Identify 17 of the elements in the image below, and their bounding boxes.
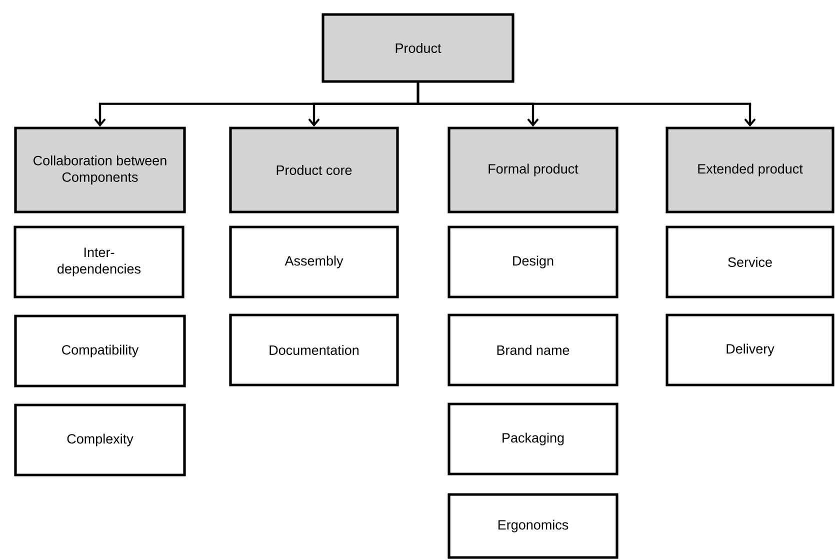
category-box: Collaboration between Components bbox=[14, 126, 186, 214]
item-box: Complexity bbox=[14, 404, 186, 476]
item-box: Inter- dependencies bbox=[14, 226, 184, 298]
category-box: Product bbox=[322, 13, 514, 83]
item-box: Compatibility bbox=[14, 314, 186, 388]
item-box: Ergonomics bbox=[448, 493, 618, 559]
item-box: Service bbox=[666, 226, 834, 298]
item-box: Documentation bbox=[229, 314, 399, 386]
item-box: Design bbox=[448, 226, 618, 298]
item-box: Packaging bbox=[448, 402, 618, 476]
category-box: Extended product bbox=[666, 126, 834, 214]
item-box: Delivery bbox=[666, 314, 834, 386]
item-box: Assembly bbox=[229, 226, 399, 298]
category-box: Product core bbox=[229, 126, 399, 214]
category-box: Formal product bbox=[448, 126, 618, 214]
arrow bbox=[416, 82, 756, 127]
item-box: Brand name bbox=[448, 314, 618, 386]
